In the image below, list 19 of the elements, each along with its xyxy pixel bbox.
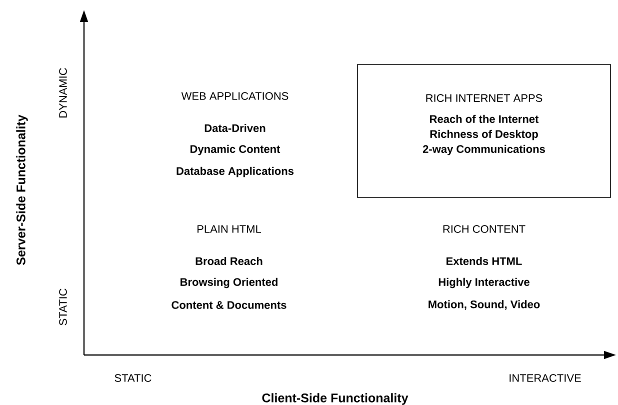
axis-value-label: STATIC <box>114 374 152 382</box>
quadrant-heading: WEB APPLICATIONS <box>181 92 288 100</box>
axis-title: Server-Side Functionality <box>16 114 28 265</box>
quadrant-text: Dynamic Content <box>190 144 280 156</box>
axis-value-label: STATIC <box>59 288 67 326</box>
quadrant-text: Database Applications <box>176 166 294 178</box>
axis-value-label: DYNAMIC <box>59 68 67 118</box>
quadrant-text: Extends HTML <box>446 256 522 266</box>
quadrant-text: Data-Driven <box>204 124 266 132</box>
quadrant-text: Browsing Oriented <box>180 278 278 288</box>
axis-value-label: INTERACTIVE <box>510 374 581 382</box>
quadrant-text: Highly Interactive <box>438 278 530 288</box>
quadrant-heading: PLAIN HTML <box>198 225 262 233</box>
quadrant-text: Motion, Sound, Video <box>428 300 540 310</box>
quadrant-heading: RICH CONTENT <box>443 225 526 233</box>
axis-title: Client-Side Functionality <box>262 393 408 405</box>
quadrant-text: Broad Reach <box>196 256 262 266</box>
text-box: RICH INTERNET APPS Reach of the Internet Richness of Desktop 2-way Communications <box>357 64 611 198</box>
quadrant-text: Content & Documents <box>172 301 286 309</box>
